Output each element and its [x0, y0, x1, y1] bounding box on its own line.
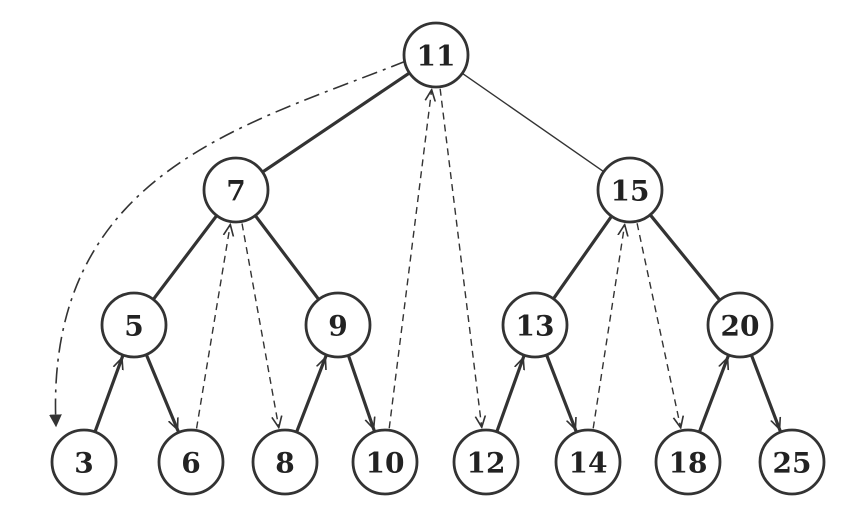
node-label: 15: [611, 175, 650, 208]
tree-node-6: 6: [157, 428, 225, 496]
node-label: 12: [467, 447, 506, 480]
tree-node-10: 10: [351, 428, 419, 496]
thread-links: [49, 60, 780, 431]
node-circle: [501, 291, 569, 359]
node-label: 14: [569, 447, 608, 480]
node-circle: [554, 428, 622, 496]
thread-link-8-9: [296, 358, 325, 431]
tree-node-14: 14: [554, 428, 622, 496]
node-label: 5: [124, 310, 143, 343]
thread-link-12-13: [496, 358, 523, 431]
node-circle: [157, 428, 225, 496]
node-circle: [758, 428, 826, 496]
thread-link-11-12: [439, 88, 482, 428]
tree-nodes: 11 7 15 5 9 13 20 3 6 8 10 12 14 18 25: [50, 21, 826, 496]
thread-link-3-5: [94, 358, 122, 431]
tree-edge-11-15: [461, 72, 605, 173]
tree-edges: [93, 71, 783, 435]
node-label: 20: [721, 310, 760, 343]
node-label: 6: [181, 447, 200, 480]
node-circle: [402, 21, 470, 89]
node-label: 13: [516, 310, 555, 343]
thread-link-14-15: [592, 225, 624, 429]
thread-link-18-20: [699, 358, 728, 431]
thread-link-7-8: [241, 223, 279, 427]
node-label: 18: [669, 447, 708, 480]
tree-node-12: 12: [452, 428, 520, 496]
node-circle: [100, 291, 168, 359]
tree-edge-11-7: [260, 71, 412, 174]
tree-node-20: 20: [706, 291, 774, 359]
node-label: 3: [74, 447, 93, 480]
tree-edge-15-13: [551, 214, 614, 301]
tree-node-15: 15: [596, 156, 664, 224]
start-arrow-11-3: [49, 60, 407, 428]
tree-node-5: 5: [100, 291, 168, 359]
node-circle: [706, 291, 774, 359]
node-circle: [251, 428, 319, 496]
thread-link-6-7: [195, 225, 231, 429]
node-label: 11: [417, 40, 456, 73]
tree-node-3: 3: [50, 428, 118, 496]
tree-edge-7-5: [151, 213, 219, 302]
tree-node-18: 18: [654, 428, 722, 496]
node-circle: [351, 428, 419, 496]
node-circle: [452, 428, 520, 496]
tree-edge-7-9: [253, 213, 321, 302]
node-circle: [596, 156, 664, 224]
node-label: 10: [366, 447, 405, 480]
tree-node-13: 13: [501, 291, 569, 359]
tree-node-9: 9: [304, 291, 372, 359]
thread-link-5-6: [146, 356, 177, 429]
thread-link-9-10: [348, 356, 374, 429]
node-circle: [202, 156, 270, 224]
node-label: 25: [773, 447, 812, 480]
node-label: 8: [275, 447, 294, 480]
tree-node-7: 7: [202, 156, 270, 224]
node-circle: [304, 291, 372, 359]
node-circle: [654, 428, 722, 496]
node-label: 7: [226, 175, 245, 208]
tree-edge-15-20: [648, 213, 722, 302]
node-circle: [50, 428, 118, 496]
tree-node-8: 8: [251, 428, 319, 496]
tree-node-25: 25: [758, 428, 826, 496]
thread-link-20-25: [751, 356, 780, 429]
thread-link-13-14: [546, 356, 575, 430]
thread-link-15-18: [636, 223, 681, 428]
tree-node-11: 11: [402, 21, 470, 89]
thread-link-10-11: [388, 90, 431, 429]
node-label: 9: [328, 310, 347, 343]
